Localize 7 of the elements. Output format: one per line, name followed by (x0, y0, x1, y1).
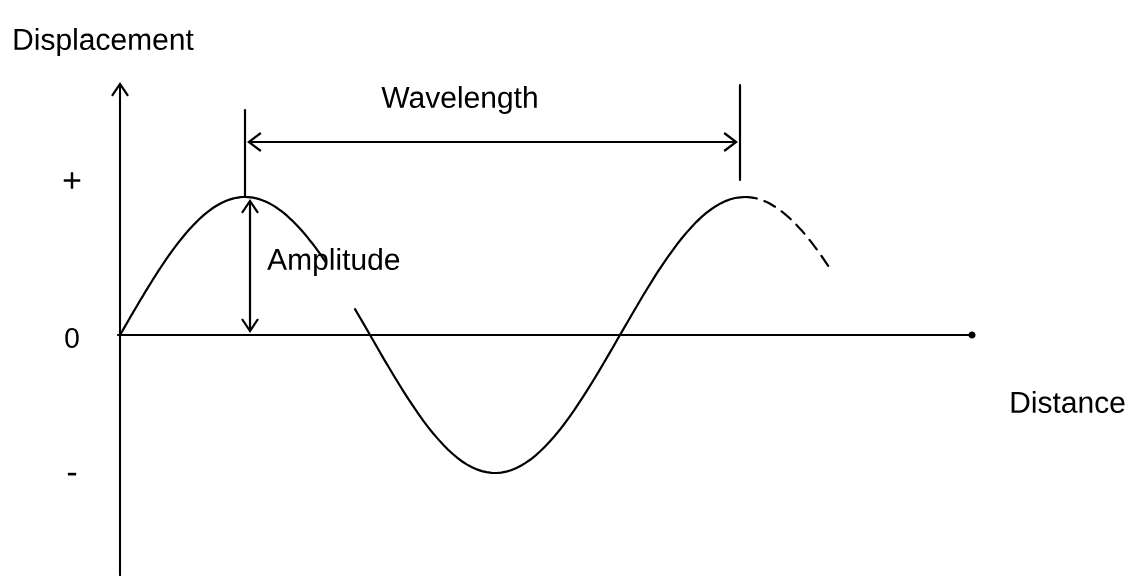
axis-label: Distance (1011, 391, 1125, 413)
tick-label: + (63, 172, 81, 189)
dimension-label: Wavelength (381, 86, 537, 114)
tick-label: 0 (65, 328, 79, 348)
axis-label: Displacement (14, 28, 194, 56)
dimension-label: Amplitude (267, 248, 400, 276)
tick-label: - (67, 472, 77, 476)
